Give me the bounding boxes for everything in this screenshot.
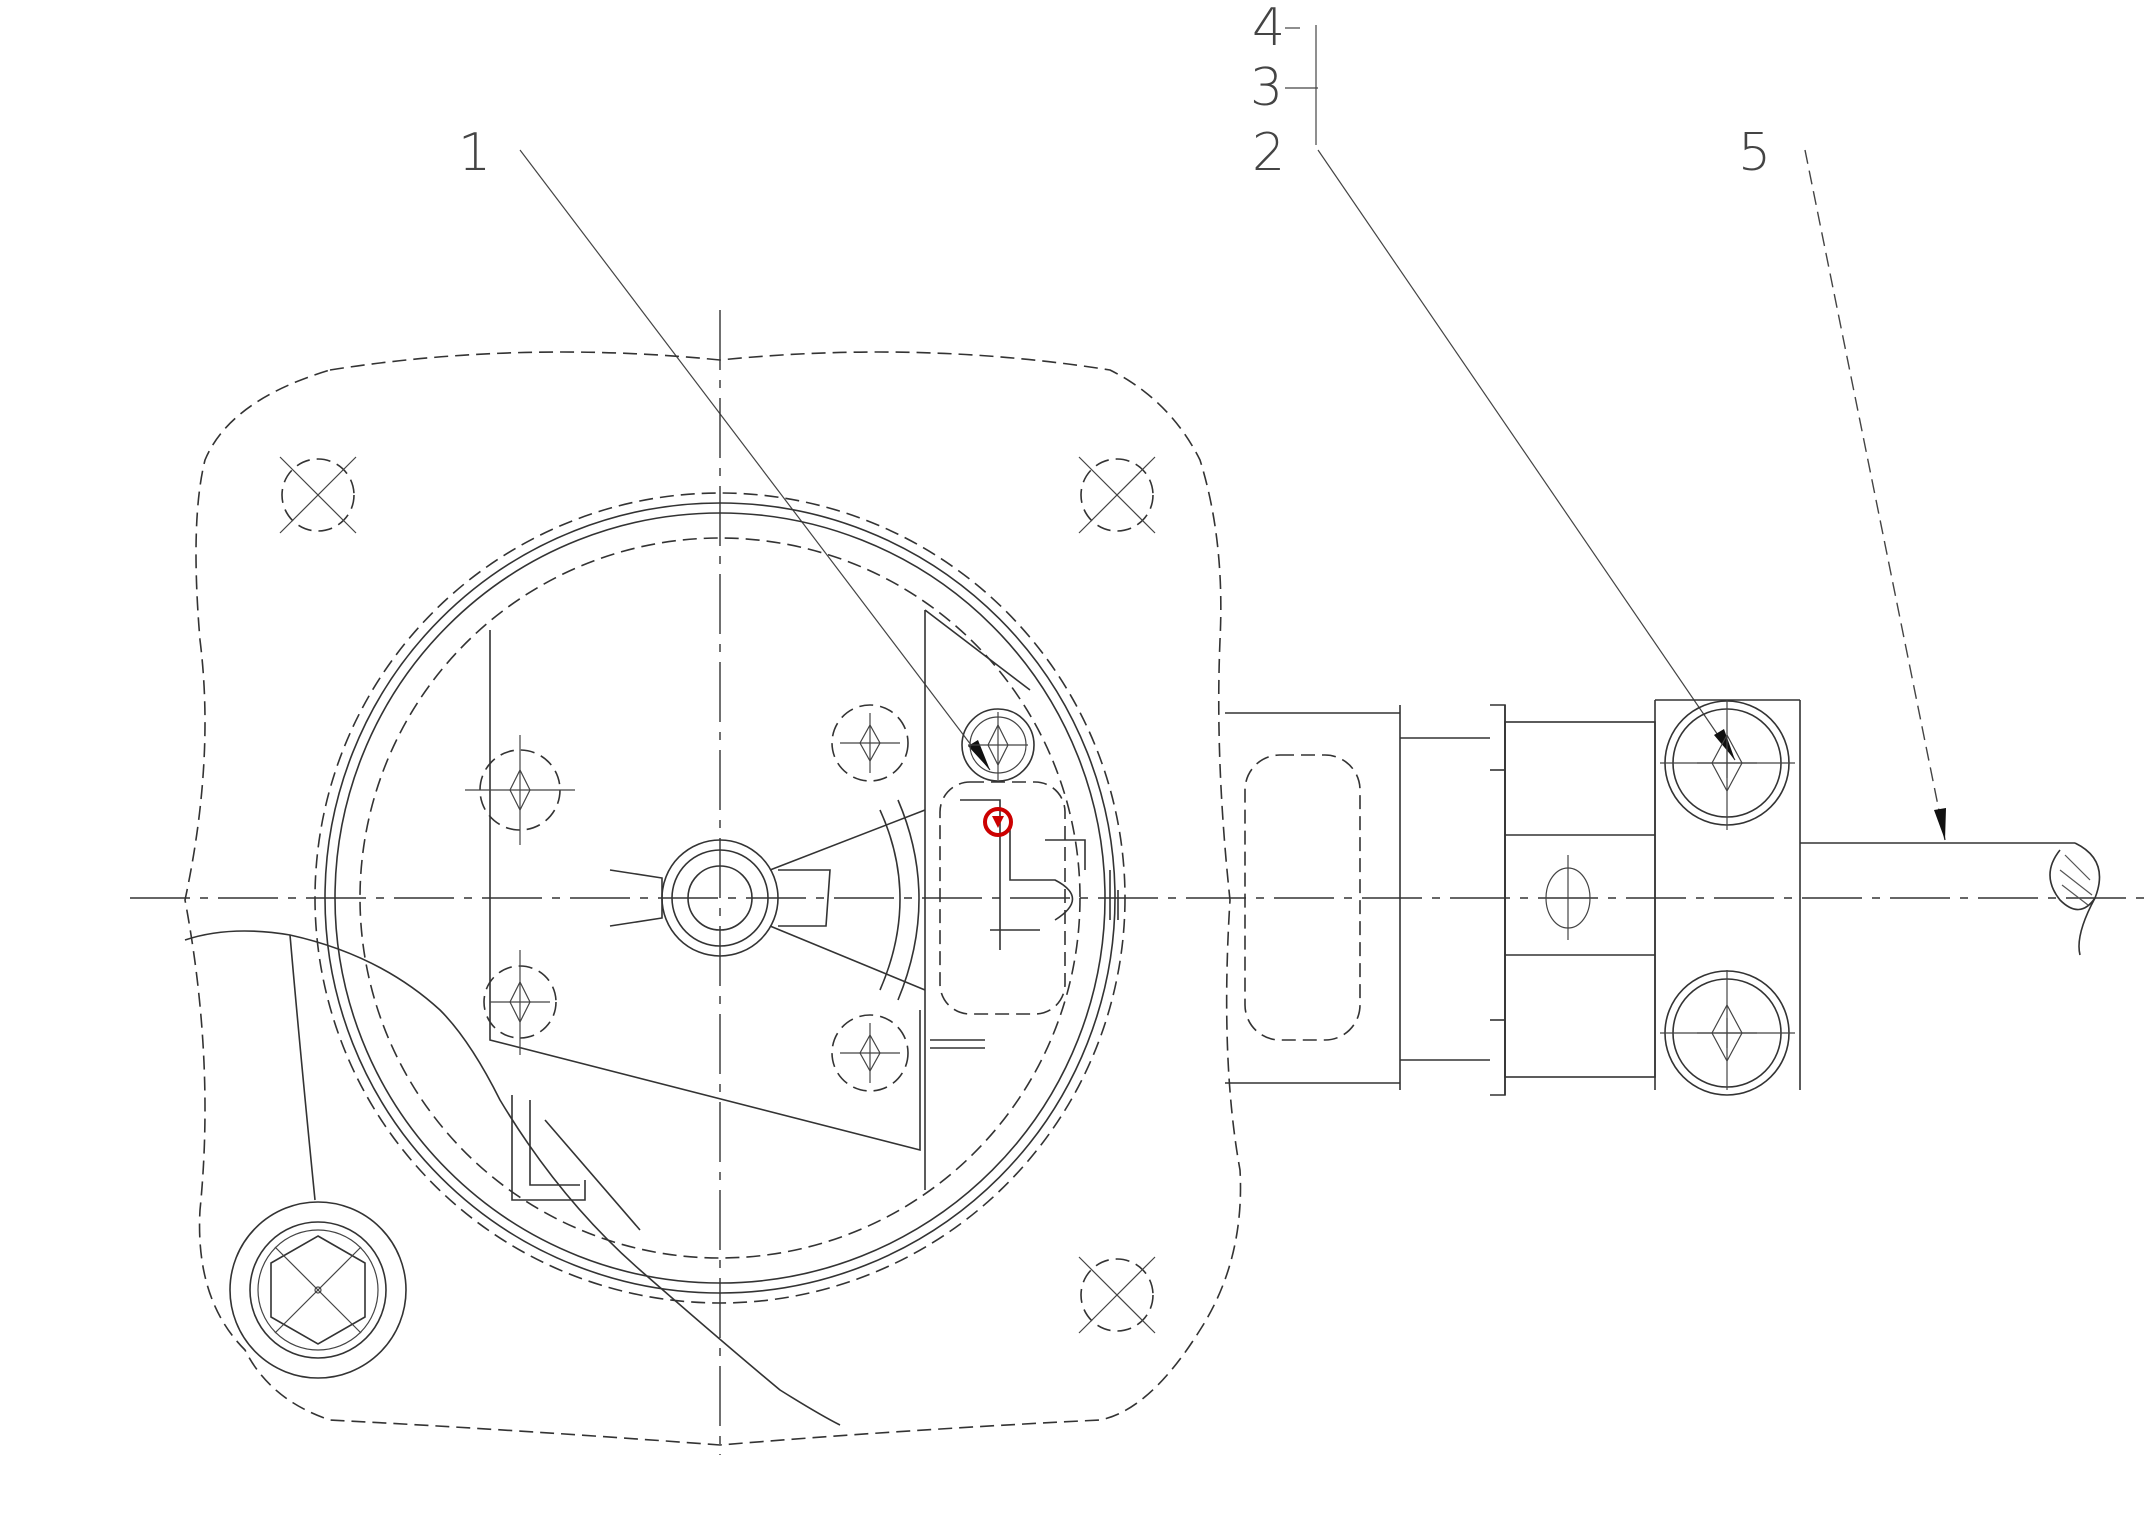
phillips-screw-right-upper — [831, 704, 909, 782]
label-part-4: 4 — [1252, 0, 1285, 58]
leader-line-1 — [519, 149, 991, 771]
screw-part-1 — [961, 708, 1035, 782]
label-part-1: 1 — [458, 123, 491, 183]
bracket-lower — [511, 1095, 586, 1201]
cam-slot — [939, 781, 1119, 1015]
label-part-3: 3 — [1250, 58, 1283, 118]
bolt-hole-top-left — [279, 456, 357, 534]
phillips-screw-right-lower — [831, 1014, 909, 1092]
label-part-2: 2 — [1252, 123, 1285, 183]
ring-2 — [324, 502, 1116, 1294]
lever-plate-inner — [289, 934, 316, 1201]
actuator-neck — [1225, 704, 1506, 1096]
bolt-hole-top-right — [1078, 456, 1156, 534]
outer-ring — [314, 492, 1126, 1304]
flange-outline — [184, 351, 1242, 1446]
label-part-5: 5 — [1738, 123, 1771, 183]
clamp-screw-lower — [1660, 970, 1795, 1096]
coupling-block — [1504, 721, 1656, 1078]
label-stack-marks — [1285, 25, 1318, 145]
hex-bolt-bottom-left — [229, 1201, 407, 1379]
central-hub — [609, 809, 926, 991]
shaft-part-5 — [1800, 842, 2101, 956]
mounting-plate — [489, 630, 921, 1152]
arc-segment — [879, 809, 901, 991]
clamp-screw-upper — [1660, 700, 1795, 830]
phillips-screw-left-upper — [465, 735, 575, 845]
ring-3 — [334, 512, 1106, 1284]
leader-line-2 — [1317, 149, 1736, 761]
leader-line-5 — [1804, 149, 1946, 841]
lever-plate — [184, 930, 841, 1426]
phillips-screw-left-lower — [483, 950, 557, 1055]
red-marker — [983, 807, 1013, 837]
inner-ring — [359, 537, 1081, 1259]
bolt-hole-bottom-right — [1078, 1256, 1156, 1334]
